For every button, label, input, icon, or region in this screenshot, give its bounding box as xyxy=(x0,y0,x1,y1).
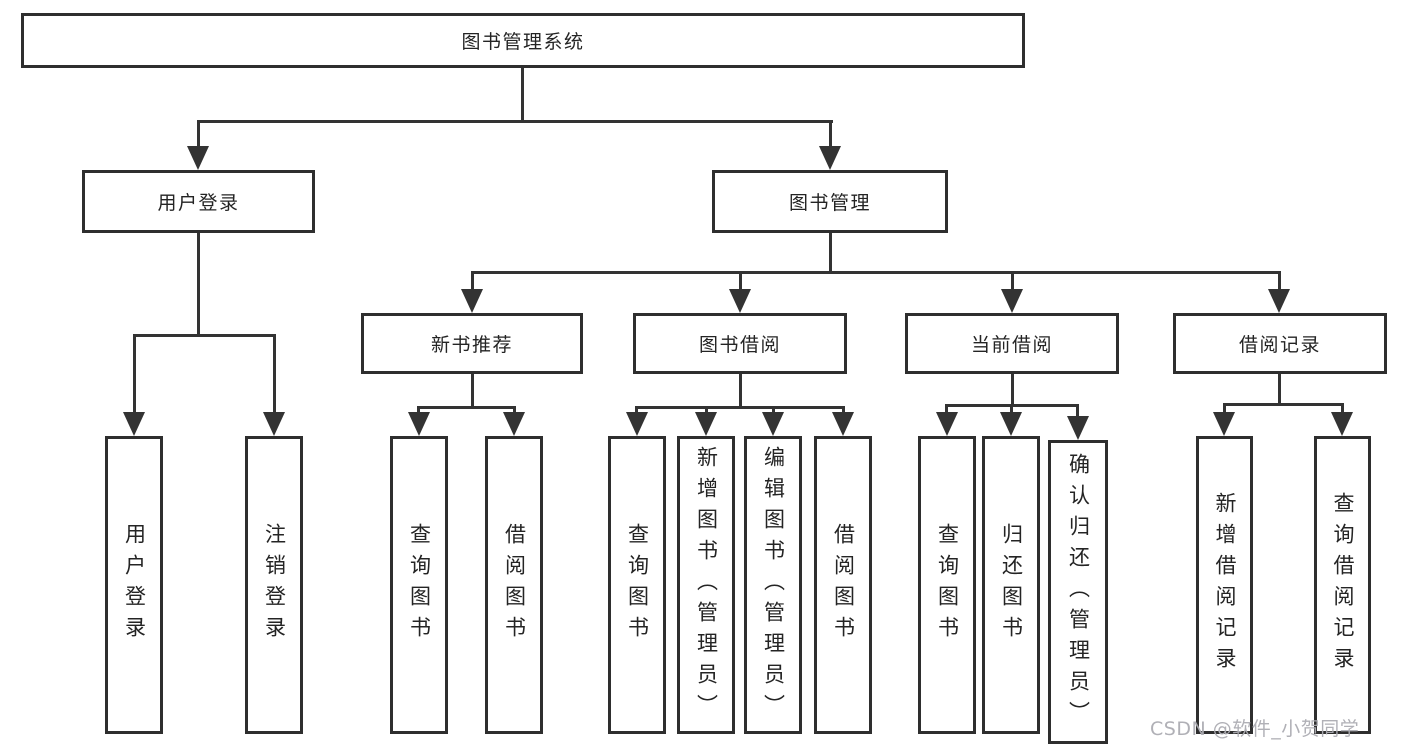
connector-line xyxy=(1223,403,1344,406)
connector-line xyxy=(842,406,845,416)
node-library-management-system: 图书管理系统 xyxy=(21,13,1025,68)
node-book-management: 图书管理 xyxy=(712,170,948,233)
node-label: 借阅记录 xyxy=(1238,334,1321,356)
connector-line xyxy=(1278,271,1281,291)
node-user-login-leaf: 用户登录 xyxy=(105,436,163,734)
node-label: 用户登录 xyxy=(122,523,147,647)
connector-line xyxy=(417,406,516,409)
node-current-borrowing: 当前借阅 xyxy=(905,313,1119,374)
node-label: 查询图书 xyxy=(935,523,960,647)
connector-line xyxy=(1278,374,1281,406)
connector-line xyxy=(513,406,516,416)
connector-line xyxy=(739,271,742,291)
connector-line xyxy=(829,120,832,150)
connector-line xyxy=(1010,404,1013,416)
arrow-down-icon xyxy=(503,412,525,436)
node-label: 编辑图书（管理员） xyxy=(761,445,786,725)
connector-line xyxy=(1223,403,1226,416)
connector-line xyxy=(705,406,708,416)
arrow-down-icon xyxy=(695,412,717,436)
connector-line xyxy=(197,120,833,123)
watermark-text: CSDN @软件_小贺同学 xyxy=(1150,718,1360,740)
connector-line xyxy=(273,334,276,416)
connector-line xyxy=(197,233,200,337)
node-label: 新增图书（管理员） xyxy=(694,445,719,725)
node-edit-book-admin: 编辑图书（管理员） xyxy=(744,436,802,734)
arrow-down-icon xyxy=(1331,412,1353,436)
connector-line xyxy=(417,406,420,416)
node-add-book-admin: 新增图书（管理员） xyxy=(677,436,735,734)
arrow-down-icon xyxy=(819,146,841,170)
connector-line xyxy=(471,374,474,409)
node-book-borrowing: 图书借阅 xyxy=(633,313,847,374)
arrow-down-icon xyxy=(936,412,958,436)
node-query-borrow-record: 查询借阅记录 xyxy=(1314,436,1371,734)
arrow-down-icon xyxy=(729,289,751,313)
connector-line xyxy=(1011,374,1014,407)
connector-line xyxy=(133,334,136,416)
node-label: 图书管理 xyxy=(788,192,871,214)
arrow-down-icon xyxy=(461,289,483,313)
arrow-down-icon xyxy=(1001,289,1023,313)
arrow-down-icon xyxy=(123,412,145,436)
connector-line xyxy=(1076,404,1079,418)
node-borrowing-records: 借阅记录 xyxy=(1173,313,1387,374)
node-add-borrow-record: 新增借阅记录 xyxy=(1196,436,1253,734)
arrow-down-icon xyxy=(408,412,430,436)
arrow-down-icon xyxy=(626,412,648,436)
node-borrow-books-borrowing: 借阅图书 xyxy=(814,436,872,734)
node-logout: 注销登录 xyxy=(245,436,303,734)
node-borrow-books-recommend: 借阅图书 xyxy=(485,436,543,734)
node-label: 注销登录 xyxy=(262,523,287,647)
node-label: 图书借阅 xyxy=(698,334,781,356)
connector-line xyxy=(1011,271,1014,291)
connector-line xyxy=(829,233,832,274)
connector-line xyxy=(471,271,1281,274)
arrow-down-icon xyxy=(187,146,209,170)
arrow-down-icon xyxy=(1000,412,1022,436)
node-label: 当前借阅 xyxy=(970,334,1053,356)
node-label: 查询借阅记录 xyxy=(1331,492,1355,678)
node-label: 查询图书 xyxy=(625,523,650,647)
arrow-down-icon xyxy=(762,412,784,436)
node-new-book-recommend: 新书推荐 xyxy=(361,313,583,374)
arrow-down-icon xyxy=(1213,412,1235,436)
node-confirm-return-admin: 确认归还（管理员） xyxy=(1048,440,1108,744)
node-query-books-recommend: 查询图书 xyxy=(390,436,448,734)
arrow-down-icon xyxy=(1268,289,1290,313)
connector-line xyxy=(197,120,200,150)
connector-line xyxy=(1341,403,1344,416)
connector-line xyxy=(772,406,775,416)
arrow-down-icon xyxy=(1067,416,1089,440)
node-label: 用户登录 xyxy=(157,192,240,214)
connector-line xyxy=(739,374,742,409)
node-label: 借阅图书 xyxy=(831,523,856,647)
connector-line xyxy=(471,271,474,291)
node-label: 新书推荐 xyxy=(430,334,513,356)
connector-line xyxy=(635,406,845,409)
node-label: 归还图书 xyxy=(999,523,1024,647)
node-label: 确认归还（管理员） xyxy=(1066,452,1091,732)
node-user-login: 用户登录 xyxy=(82,170,315,233)
node-label: 新增借阅记录 xyxy=(1213,492,1237,678)
node-query-books-current: 查询图书 xyxy=(918,436,976,734)
node-label: 图书管理系统 xyxy=(461,31,585,53)
arrow-down-icon xyxy=(263,412,285,436)
node-return-books: 归还图书 xyxy=(982,436,1040,734)
node-query-books-borrowing: 查询图书 xyxy=(608,436,666,734)
connector-line xyxy=(133,334,276,337)
connector-line xyxy=(945,404,948,416)
node-label: 借阅图书 xyxy=(502,523,527,647)
arrow-down-icon xyxy=(832,412,854,436)
node-label: 查询图书 xyxy=(407,523,432,647)
connector-line xyxy=(521,68,524,123)
connector-line xyxy=(635,406,638,416)
